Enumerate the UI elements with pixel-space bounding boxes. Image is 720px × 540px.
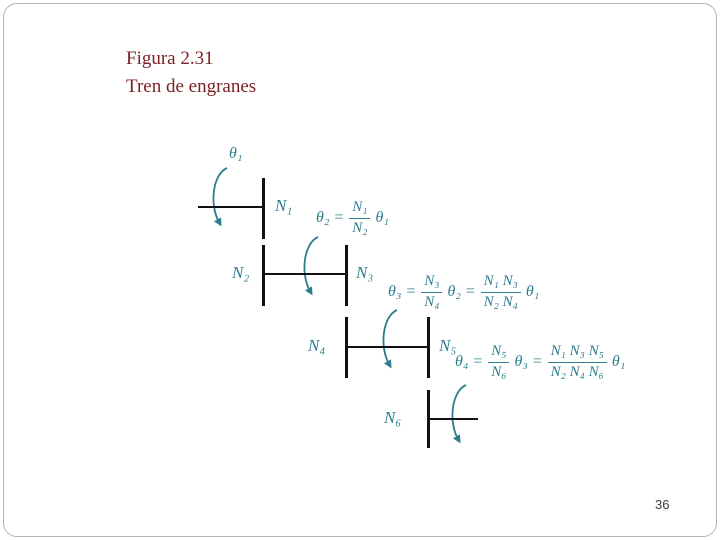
eq3-mid: θ₃ = [514, 353, 543, 370]
eq1-lhs: θ₂ = [316, 209, 345, 226]
eq3-numerator-2: N₁ N₃ N₅ [547, 343, 607, 363]
page-number: 36 [655, 497, 670, 512]
eq3-denominator-2: N₂ N₄ N₆ [550, 363, 604, 380]
shaft-4-line [427, 418, 478, 420]
gear-label-n2: N₂ [232, 263, 250, 282]
gear-n3-line [345, 245, 348, 306]
gear-n5-line [427, 317, 430, 378]
eq2-denominator-2: N₂ N₄ [483, 293, 518, 310]
eq3-denominator-1: N₆ [491, 363, 507, 380]
gear-n2-line [262, 245, 265, 306]
eq3-fraction-1: N₅ N₆ [488, 343, 510, 381]
gear-label-n3: N₃ [356, 263, 374, 282]
figure-caption-line2: Tren de engranes [126, 76, 257, 97]
gear-n1-line [262, 178, 265, 239]
eq3-numerator-1: N₅ [488, 343, 510, 363]
eq2-denominator-1: N₄ [424, 293, 440, 310]
gear-label-n1: N₁ [275, 196, 293, 215]
eq1-rhs: θ₁ [375, 209, 389, 226]
slide-border [3, 3, 717, 537]
rotation-arrow-shaft2-icon [303, 236, 319, 296]
gear-n6-line [427, 390, 430, 448]
slide-title: Figura 2.31 Tren de engranes [126, 45, 256, 101]
eq3-rhs: θ₁ [611, 353, 626, 370]
gear-label-n6: N₆ [384, 408, 402, 427]
eq2-fraction-1: N₃ N₄ [421, 273, 443, 311]
eq2-mid: θ₂ = [447, 283, 476, 300]
shaft-3-line [345, 346, 430, 348]
eq1-numerator: N₁ [349, 199, 371, 219]
equation-theta2: θ₂ = N₁ N₂ θ₁ [316, 195, 389, 241]
theta1-input-label: θ₁ [229, 145, 243, 162]
eq2-numerator-2: N₁ N₃ [480, 273, 521, 293]
equation-theta3: θ₃ = N₃ N₄ θ₂ = N₁ N₃ N₂ N₄ θ₁ [388, 269, 539, 315]
eq2-rhs: θ₁ [525, 283, 540, 300]
gear-n4-line [345, 317, 348, 378]
eq2-fraction-2: N₁ N₃ N₂ N₄ [480, 273, 521, 311]
shaft-1-line [198, 206, 264, 208]
eq1-fraction: N₁ N₂ [349, 199, 371, 237]
gear-label-n4: N₄ [308, 336, 326, 355]
rotation-arrow-shaft3-icon [382, 309, 398, 369]
eq3-lhs: θ₄ = [455, 353, 484, 370]
eq2-numerator-1: N₃ [421, 273, 443, 293]
gear-label-n5: N₅ [439, 336, 457, 355]
eq1-denominator: N₂ [352, 219, 368, 236]
eq2-lhs: θ₃ = [388, 283, 417, 300]
rotation-arrow-shaft1-icon [212, 167, 228, 227]
shaft-2-line [262, 273, 348, 275]
figure-caption-line1: Figura 2.31 [126, 48, 214, 69]
rotation-arrow-shaft4-icon [451, 384, 467, 444]
eq3-fraction-2: N₁ N₃ N₅ N₂ N₄ N₆ [547, 343, 607, 381]
equation-theta4: θ₄ = N₅ N₆ θ₃ = N₁ N₃ N₅ N₂ N₄ N₆ θ₁ [455, 339, 625, 385]
